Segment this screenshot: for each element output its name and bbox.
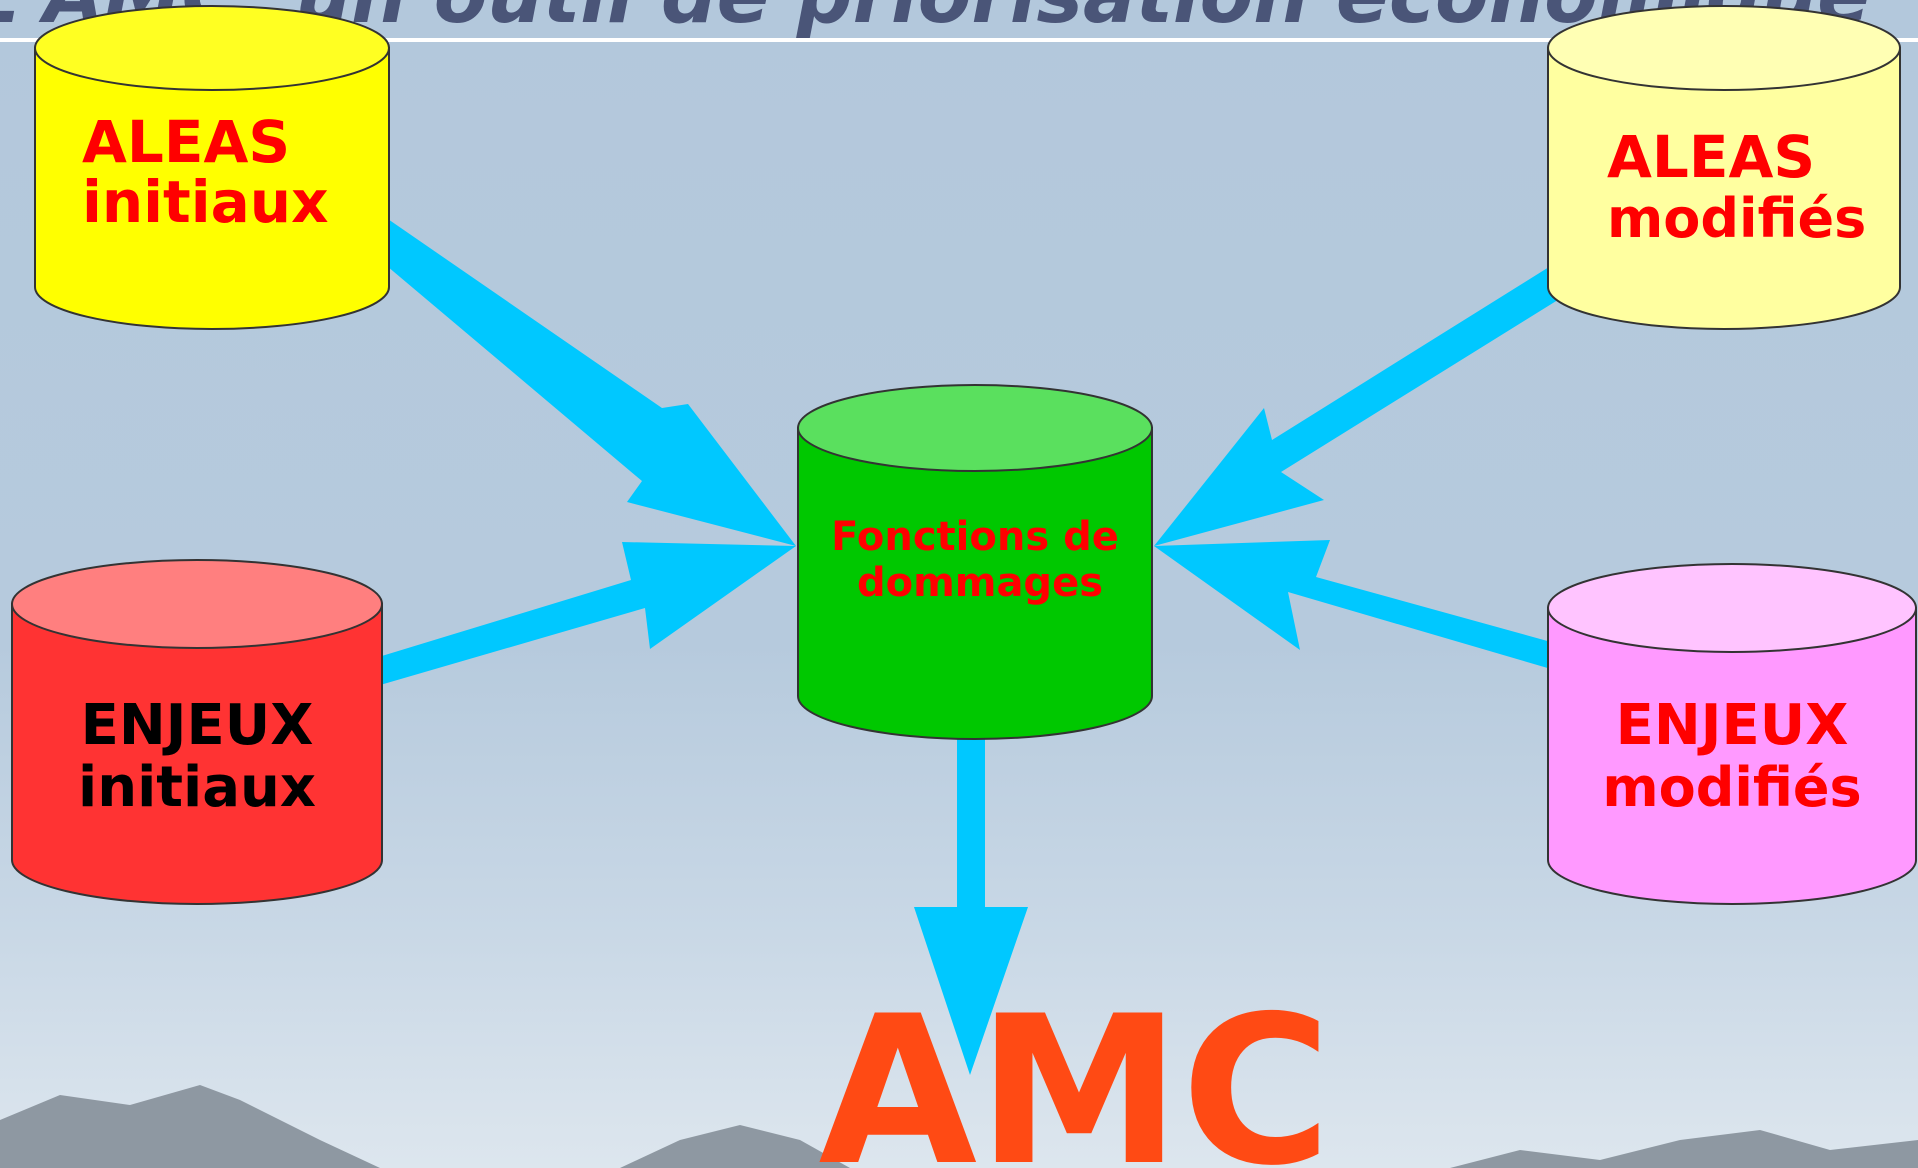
label-line-1: Fonctions de — [831, 514, 1119, 560]
cylinder-enjeux-modifies — [1547, 563, 1917, 905]
mountain-silhouette — [0, 1085, 380, 1168]
label-line-2: dommages — [857, 560, 1103, 606]
arrow-aleas-modifies — [1154, 252, 1590, 546]
cylinder-aleas-modifies — [1547, 5, 1901, 330]
label-line-2: initiaux — [78, 755, 316, 820]
amc-label: AMC — [818, 973, 1331, 1168]
label-line-1: ALEAS — [1607, 123, 1815, 191]
label-line-1: ALEAS — [82, 108, 290, 176]
label-line-2: modifiés — [1607, 187, 1866, 250]
label-enjeux-modifies: ENJEUX modifiés — [1602, 693, 1861, 819]
label-aleas-modifies: ALEAS modifiés — [1607, 123, 1866, 250]
label-fonctions-dommages: Fonctions de dommages — [831, 514, 1119, 606]
arrow-enjeux-initiaux — [349, 542, 796, 692]
mountain-silhouette — [620, 1125, 850, 1168]
title-underline — [0, 38, 1918, 42]
label-line-1: ENJEUX — [1616, 693, 1849, 758]
label-line-1: ENJEUX — [81, 693, 314, 758]
cylinder-enjeux-initiaux — [11, 559, 383, 905]
label-enjeux-initiaux: ENJEUX initiaux — [78, 693, 316, 820]
mountain-silhouette — [1450, 1130, 1918, 1168]
cylinder-aleas-initiaux — [34, 5, 390, 330]
label-line-2: modifiés — [1602, 756, 1861, 819]
cylinder-fonctions-dommages — [797, 384, 1153, 740]
arrow-enjeux-modifies — [1154, 540, 1580, 676]
arrow-to-amc — [914, 735, 1028, 1075]
label-aleas-initiaux: ALEAS initiaux — [82, 108, 329, 236]
label-line-2: initiaux — [82, 168, 329, 236]
arrow-aleas-initiaux — [349, 206, 796, 546]
